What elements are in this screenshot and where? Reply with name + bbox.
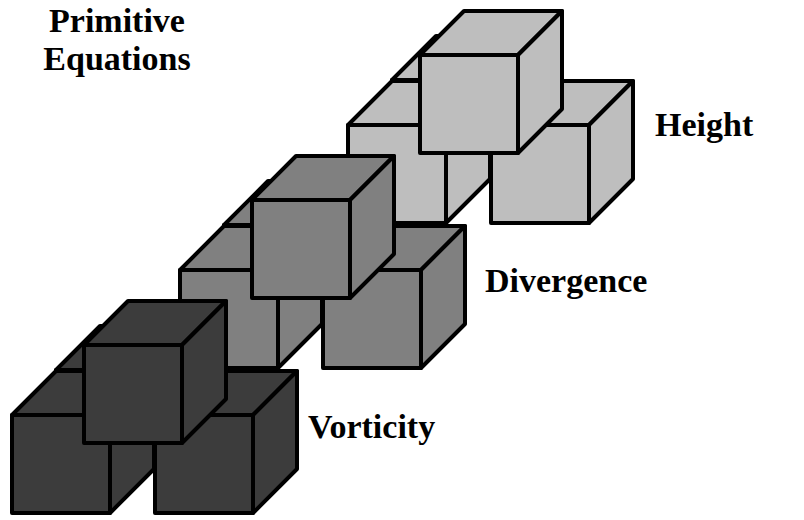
stack-label: Height xyxy=(655,106,753,144)
cube-face xyxy=(589,81,633,223)
stack-label: Vorticity xyxy=(308,408,435,446)
cube xyxy=(252,156,394,298)
cube-face xyxy=(84,345,182,443)
cube xyxy=(420,11,562,153)
cube-face xyxy=(421,226,465,368)
cube-face xyxy=(253,371,297,513)
title: Primitive Equations xyxy=(8,0,226,80)
stack-label: Divergence xyxy=(485,262,647,300)
cube-stack xyxy=(12,301,297,513)
cube-face xyxy=(182,301,226,443)
cube-face xyxy=(350,156,394,298)
cube xyxy=(84,301,226,443)
cube-face xyxy=(252,200,350,298)
cube-face xyxy=(518,11,562,153)
cube-face xyxy=(420,55,518,153)
